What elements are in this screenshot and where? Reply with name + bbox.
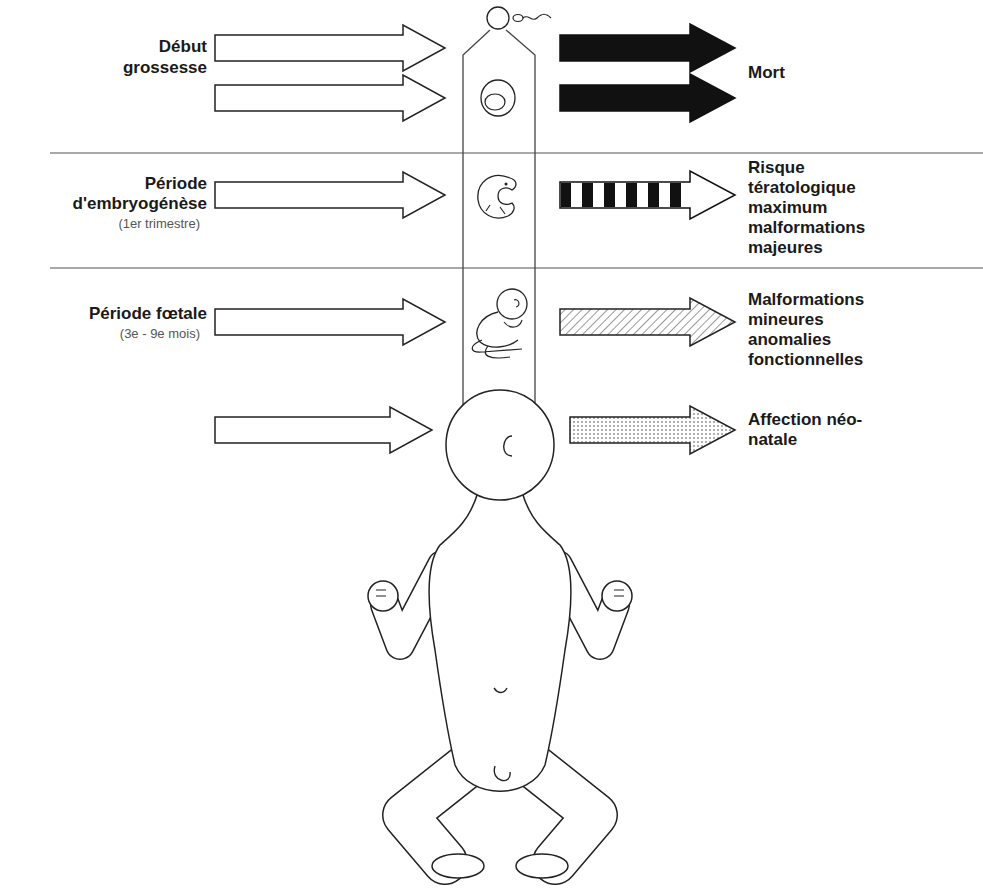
- embryo-icon: [505, 183, 508, 186]
- exposure-arrow: [215, 25, 445, 71]
- sperm-icon: [513, 15, 523, 22]
- fetus-icon: [497, 289, 527, 319]
- separator-line: [50, 152, 983, 153]
- death-arrow: [560, 24, 735, 72]
- newborn-foot: [432, 854, 484, 878]
- exposure-arrow: [215, 299, 445, 345]
- separator-line: [50, 267, 983, 268]
- sperm-icon: [523, 14, 551, 19]
- fetus-icon: [477, 312, 518, 347]
- hatched-arrow: [560, 298, 735, 346]
- death-arrow: [560, 74, 735, 122]
- ovum-icon: [487, 7, 509, 29]
- label-text: Affection néo-natale: [748, 410, 868, 450]
- striped-arrow: [560, 171, 735, 219]
- label-text: (1er trimestre): [118, 216, 200, 232]
- newborn-ear: [504, 436, 512, 456]
- striped-arrow-fill: [561, 183, 689, 207]
- embryo-icon: [486, 205, 505, 214]
- dotted-arrow: [570, 406, 735, 454]
- label-text: Risque tératologique maximum malformatio…: [748, 158, 865, 258]
- newborn-foot: [516, 854, 568, 878]
- label-text: Malformations mineures anomalies fonctio…: [748, 290, 864, 370]
- label-text: (3e - 9e mois): [120, 326, 200, 342]
- newborn-navel: [494, 688, 507, 693]
- zygote-icon: [481, 80, 515, 116]
- label-text: Période d'embryogénèse: [73, 174, 207, 214]
- fetus-icon: [472, 340, 522, 358]
- newborn-head: [446, 390, 554, 500]
- newborn-torso: [429, 492, 571, 791]
- exposure-arrow: [215, 407, 432, 453]
- zygote-icon: [485, 94, 505, 110]
- label-text: Début grossesse: [123, 36, 207, 78]
- newborn-genitals: [494, 766, 510, 781]
- label-text: Mort: [748, 62, 785, 83]
- label-text: Période fœtale: [89, 304, 207, 324]
- fetus-icon: [504, 300, 522, 327]
- embryo-icon: [478, 175, 516, 218]
- exposure-arrow: [215, 172, 445, 218]
- exposure-arrow: [215, 75, 445, 121]
